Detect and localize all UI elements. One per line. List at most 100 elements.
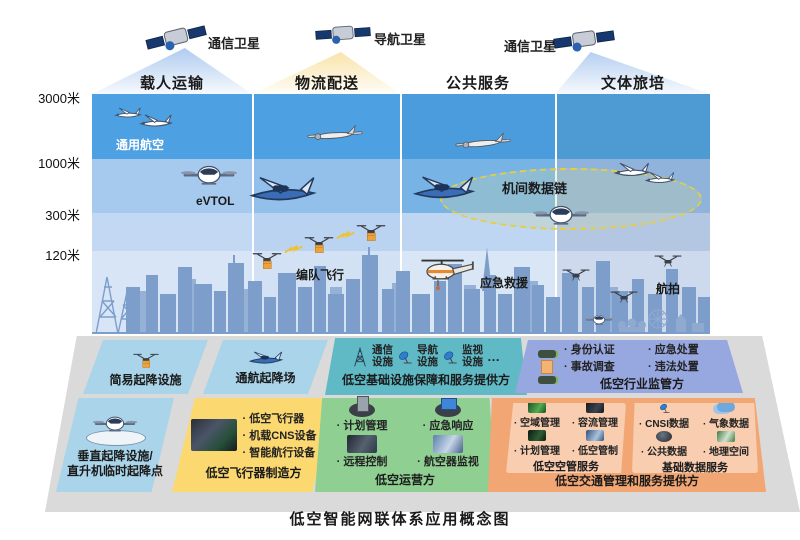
satellite-label: 通信卫星 [208, 36, 261, 51]
public-data-icon [656, 430, 672, 442]
panel-label: 低空行业监管方 [599, 377, 684, 391]
aircraft-monitoring-icon [432, 434, 463, 453]
delivery-drone-icon [302, 230, 336, 256]
manufacturer-item: 机载CNS设备 [243, 427, 316, 443]
regulator-item: 事故调查 [564, 358, 636, 374]
altitude-label-120m: 120米 [45, 248, 80, 263]
infra-item: 导航 设施 [417, 344, 438, 368]
label-aerial-photography: 航拍 [656, 282, 681, 296]
satellite-label: 导航卫星 [374, 32, 427, 47]
comm-tower-icon [352, 347, 368, 367]
label-evtol: eVTOL [196, 194, 235, 208]
manufacturer-item: 低空飞行器 [243, 410, 317, 426]
panel-ga-airfield: 通航起降场 [203, 340, 328, 394]
column-header-manned-transport: 载人运输 [139, 75, 204, 92]
altitude-label-1000m: 1000米 [38, 156, 80, 171]
subpanel-atc-service: 空域管理 容流管理 计划管理 低空管制 低空空管服务 [506, 403, 626, 473]
altitude-label-3000m: 3000米 [38, 91, 80, 106]
panel-industry-regulator: 身份认证 应急处置 事故调查 违法处置 低空行业监管方 [515, 340, 743, 393]
delivery-drone-icon [354, 218, 388, 244]
panel-label: 通航起降场 [235, 371, 296, 385]
traffic-item: 气象数据 [703, 415, 749, 430]
operator-item: 航空器监视 [417, 453, 479, 469]
city-skyline [92, 247, 710, 334]
traffic-item: 容流管理 [572, 414, 618, 429]
panel-vtol-pad: 垂直起降设施/ 直升机临时起降点 [56, 398, 174, 492]
evtol-icon [532, 200, 590, 233]
regulator-item: 应急处置 [648, 341, 720, 357]
operator-item: 远程控制 [337, 453, 387, 469]
subpanel-base-data: CNSI数据 气象数据 公共数据 地理空间 基础数据服务 [632, 403, 758, 473]
link-lightning-icon [284, 244, 304, 256]
panel-label: 低空运营方 [374, 472, 435, 487]
traffic-item: CNSI数据 [639, 415, 689, 430]
traffic-item: 低空管制 [572, 442, 618, 457]
panel-operator: 计划管理 应急响应 远程控制 航空器监视 低空运营方 [315, 395, 495, 492]
capacity-flow-icon [586, 403, 604, 413]
communication-satellite-icon [144, 20, 208, 54]
plan-management-icon [348, 395, 375, 417]
traffic-item: 计划管理 [514, 442, 560, 457]
diagram-caption: 低空智能网联体系应用概念图 [289, 511, 511, 528]
cargo-plane-icon [242, 170, 324, 211]
subpanel-label: 基础数据服务 [662, 461, 728, 474]
evidence-box-icon [541, 359, 553, 374]
communication-satellite-icon [550, 19, 617, 60]
regulator-item: 违法处置 [648, 358, 720, 374]
surveillance-dish-icon [442, 349, 458, 365]
operator-item: 计划管理 [337, 417, 387, 433]
traffic-item: 地理空间 [703, 443, 749, 458]
factory-photo [190, 418, 237, 451]
emergency-response-icon [434, 397, 461, 417]
traffic-item: 公共数据 [641, 443, 687, 458]
panel-label: 低空基础设施保障和服务提供方 [341, 372, 510, 387]
column-header-culture-tourism: 文体旅培 [600, 75, 665, 92]
traffic-item: 空域管理 [514, 414, 560, 429]
subpanel-label: 低空空管服务 [533, 461, 599, 473]
panel-traffic-management: 空域管理 容流管理 计划管理 低空管制 低空空管服务 CNSI数据 气象数据 [488, 398, 766, 492]
cnsi-data-icon [657, 402, 672, 414]
satellite-label: 通信卫星 [504, 39, 557, 54]
low-altitude-control-icon [586, 430, 604, 441]
infra-item: 监视 设施 [462, 344, 483, 368]
column-header-public-service: 公共服务 [445, 75, 510, 92]
ellipsis: … [487, 348, 500, 364]
drone-box-icon [131, 347, 161, 371]
airspace-management-icon [528, 403, 546, 413]
remote-control-icon [346, 434, 377, 453]
label-general-aviation: 通用航空 [116, 138, 165, 152]
ga-plane-icon [640, 168, 680, 188]
operator-item: 应急响应 [423, 417, 473, 433]
surveillance-camera-icon [538, 349, 556, 358]
vtol-pad-icon [84, 412, 146, 446]
helicopter-icon [416, 254, 482, 291]
geospatial-icon [717, 430, 735, 442]
plan-management-icon [528, 430, 546, 441]
panel-infrastructure-provider: 通信 设施 导航 设施 监视 设施 … 低空基础设施保障和服务提供方 [325, 338, 527, 395]
regulator-item: 身份认证 [564, 341, 636, 357]
evtol-icon [584, 312, 614, 329]
manufacturer-item: 智能航行设备 [243, 444, 317, 460]
plane-icon [406, 170, 482, 208]
label-datalink: 机间数据链 [502, 181, 568, 196]
nav-dish-icon [397, 349, 413, 365]
navigation-satellite-icon [311, 11, 374, 55]
label-emergency-rescue: 应急救援 [480, 276, 529, 290]
surveillance-camera-icon [538, 375, 556, 384]
uav-icon [453, 126, 513, 160]
column-manned-transport [92, 94, 252, 334]
infra-item: 通信 设施 [372, 344, 393, 368]
column-header-logistics: 物流配送 [294, 75, 359, 92]
label-formation-flight: 编队飞行 [296, 268, 345, 282]
evtol-icon [180, 160, 238, 193]
weather-data-icon [717, 403, 735, 412]
panel-aircraft-manufacturer: 低空飞行器 机载CNS设备 智能航行设备 低空飞行器制造方 [172, 398, 335, 492]
delivery-drone-icon [250, 246, 284, 272]
airspace-area: 通用航空 eVTOL 编队飞行 机间数据链 应急救援 航拍 [92, 94, 710, 334]
quadcopter-icon [652, 252, 684, 270]
quadcopter-icon [608, 288, 640, 306]
ga-plane-icon [134, 110, 178, 132]
panel-label: 简易起降设施 [109, 372, 182, 387]
aircraft-icon [245, 348, 287, 369]
